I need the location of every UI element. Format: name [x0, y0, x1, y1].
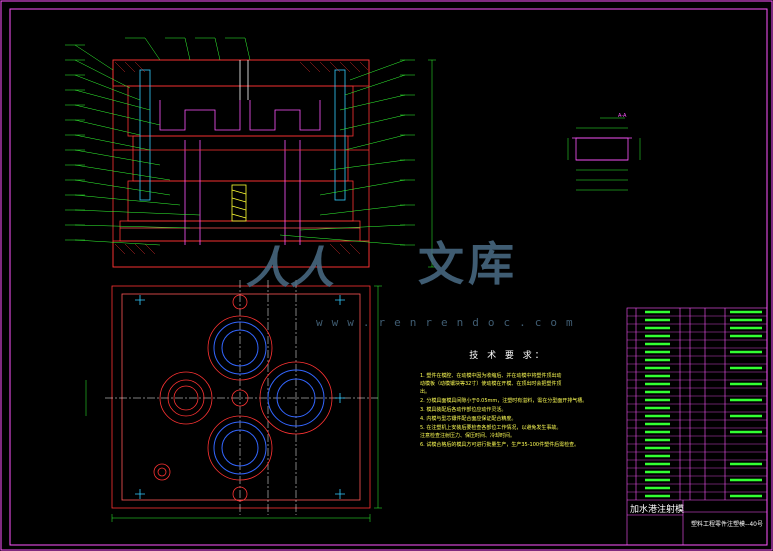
- gate-circles: [159, 315, 333, 481]
- vertical-dimension: [428, 59, 436, 268]
- plan-view: [111, 285, 371, 509]
- technical-requirements-title: 技 术 要 求：: [469, 351, 547, 361]
- tech-req-item: 6. 试模合格后的模具方可进行批量生产，生产35-100件塑件后需检查。: [420, 442, 580, 448]
- watermark-text: 文库: [418, 237, 518, 291]
- leader-lines-left: [65, 44, 201, 246]
- plan-dimensions: [85, 285, 382, 522]
- tech-req-item: 注意检查注射压力、保压时间、冷却时间。: [420, 433, 516, 439]
- bom-text-marks: [645, 310, 762, 498]
- tech-req-item: 出。: [420, 389, 431, 395]
- tech-req-item: 4. 内模与型芯镶件配合面应保证配合精度。: [420, 416, 517, 422]
- tech-req-item: 3. 模具装配后各动作部位应动作灵活。: [420, 407, 507, 413]
- watermark-url: www.renrendoc.com: [316, 316, 582, 329]
- leader-lines-right: [279, 59, 415, 246]
- title-block-company: 加水港注射模: [629, 505, 684, 515]
- section-hatching: [114, 61, 369, 255]
- part-detail-dims: [567, 117, 641, 191]
- section-view: [112, 59, 370, 268]
- inner-border: [9, 8, 768, 546]
- cavity-circles: [213, 321, 325, 475]
- watermark-logo: 人人: [246, 243, 334, 294]
- pin-crosses: [135, 295, 345, 499]
- section-label: A-A: [618, 113, 627, 119]
- bom-row-lines: [627, 315, 767, 493]
- tech-req-item: 动模板（动模镶块等32寸）使动模在开模、在顶出时会把塑件顶: [420, 381, 562, 387]
- tech-req-item: 2. 分模具面模具间隙小于0.05mm，注塑时有溢料，需在分型面开排气槽。: [420, 398, 588, 404]
- top-dimension-markers: [125, 37, 251, 61]
- tech-req-item: 1. 塑件在模腔、在动模中因为收缩后、并在动模中将塑件顶出动: [420, 373, 562, 379]
- part-detail: [572, 137, 632, 161]
- tech-req-item: 5. 在注塑机上安装后要检查各部位工作情况，以避免发生事故。: [420, 425, 562, 431]
- screw-holes: [153, 294, 248, 502]
- title-block-drawing-name: 塑料工程零件注塑模--40号: [691, 521, 763, 528]
